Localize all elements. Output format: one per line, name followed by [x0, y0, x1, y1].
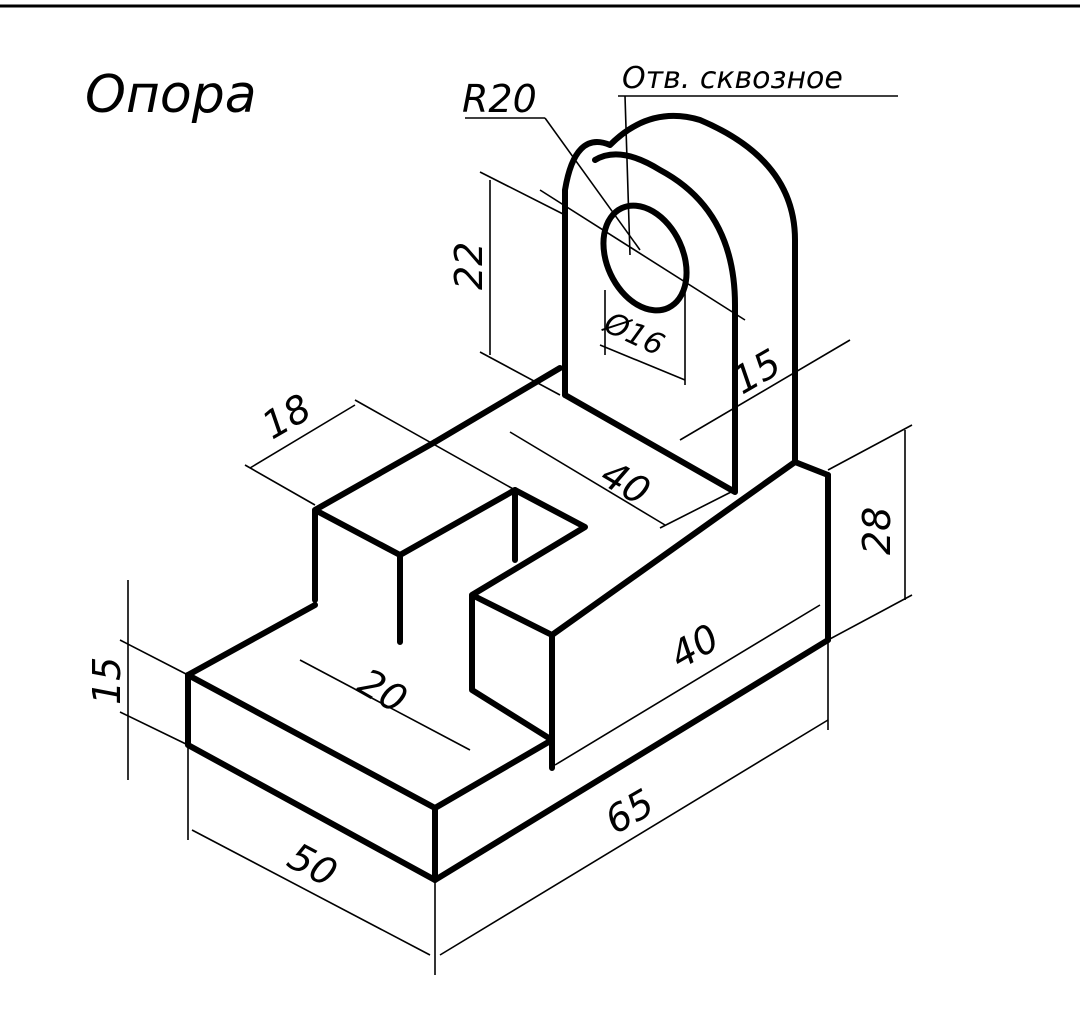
base-outline: [185, 472, 831, 883]
dim-hole-diameter: Ø16: [597, 305, 670, 364]
dim-base-length: 65: [598, 781, 662, 843]
part-outline: [185, 112, 831, 883]
slot: [469, 487, 588, 743]
dim-left-block-width: 18: [255, 386, 319, 448]
base-top-edge: [185, 602, 318, 678]
upright-back: [562, 112, 798, 463]
dim-radius: R20: [462, 77, 537, 121]
dim-slot-length: 40: [594, 452, 658, 514]
dim-upright-height: 22: [447, 242, 491, 290]
drawing-title: Опора: [85, 65, 257, 125]
left-block: [312, 439, 518, 645]
upright-front: [562, 151, 738, 495]
dim-right-block-length: 40: [663, 616, 727, 678]
dim-slot-width: 20: [351, 660, 415, 722]
note-leader: [624, 95, 631, 256]
dim-total-height: 28: [855, 507, 899, 555]
dim-base-width: 50: [281, 834, 344, 896]
hole-note: Отв. сквозное: [622, 61, 843, 96]
dim-base-height: 15: [85, 657, 129, 705]
back-edge: [432, 365, 563, 445]
through-hole: [600, 202, 690, 314]
base-front-face: [185, 672, 555, 883]
dimension-lines: [119, 117, 913, 975]
